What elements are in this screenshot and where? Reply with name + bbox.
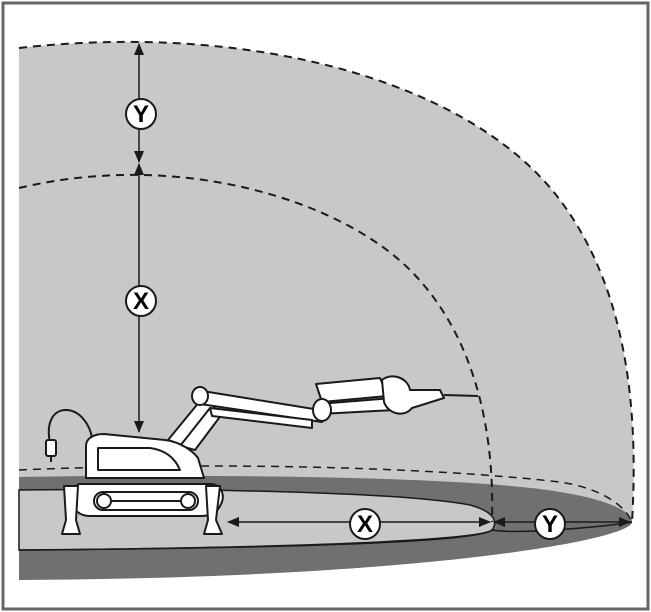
demolition-robot-icon xyxy=(45,375,479,535)
label-inner-horizontal: X xyxy=(349,508,381,540)
outer-zone-boundary xyxy=(18,40,635,523)
label-outer-horizontal-text: Y xyxy=(542,511,558,538)
label-outer-horizontal: Y xyxy=(534,508,566,540)
label-inner-vertical: X xyxy=(125,285,157,317)
outer-zone-area xyxy=(19,41,634,548)
label-inner-horizontal-text: X xyxy=(357,511,373,538)
label-outer-vertical: Y xyxy=(125,98,157,130)
label-inner-vertical-text: X xyxy=(133,288,149,315)
ground-dashed-line xyxy=(18,465,633,523)
inner-zone-boundary xyxy=(18,173,494,523)
label-outer-vertical-text: Y xyxy=(133,101,149,128)
